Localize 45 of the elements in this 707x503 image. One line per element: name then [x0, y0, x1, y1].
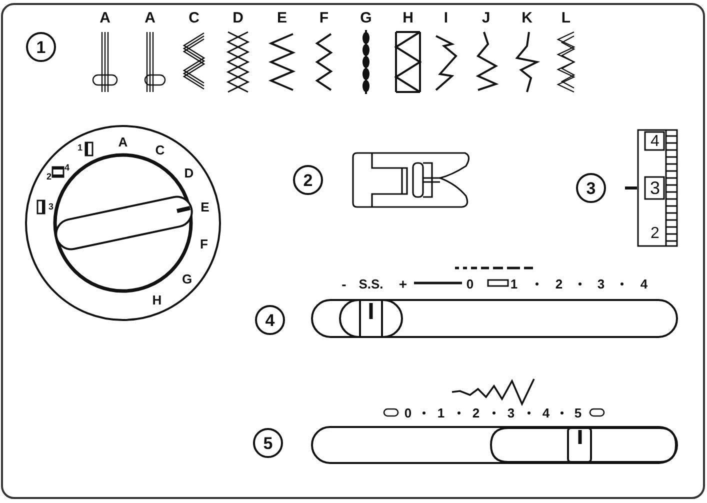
- scale-number: 2: [472, 406, 480, 420]
- dial-mark-number: 2: [46, 172, 52, 182]
- scale-number: 5: [574, 406, 582, 420]
- stitch-letter: A: [144, 10, 156, 26]
- dial-letter: G: [182, 272, 192, 286]
- scale-label: -: [342, 277, 346, 291]
- stitch-letter: G: [360, 10, 372, 26]
- dial-mark-number: 4: [64, 164, 70, 172]
- dial-letter: E: [200, 200, 210, 214]
- scale-label: +: [398, 277, 408, 291]
- scale-number: 2: [555, 278, 563, 290]
- scale-number: 0: [466, 278, 474, 290]
- dial-mark-number: 1: [78, 144, 82, 152]
- stitch-letter: A: [100, 10, 110, 26]
- dial-letter: D: [184, 166, 194, 180]
- stitch-letter: I: [444, 10, 448, 26]
- dial-letter: C: [155, 144, 165, 156]
- dial-letter: F: [200, 238, 208, 250]
- scale-number: 1: [510, 278, 518, 290]
- stitch-letter: E: [277, 10, 287, 26]
- indicator-number: 2: [650, 226, 660, 242]
- scale-number: 4: [640, 278, 648, 290]
- stitch-letter: D: [232, 10, 244, 26]
- callout-number: 4: [255, 305, 285, 335]
- scale-number: 4: [542, 406, 550, 420]
- scale-number: 1: [437, 406, 445, 420]
- dial-letter: H: [152, 294, 162, 306]
- scale-number: 3: [597, 278, 605, 290]
- callout-number: 3: [576, 173, 606, 203]
- stitch-letter: L: [561, 10, 571, 26]
- stitch-letter: F: [319, 10, 329, 26]
- scale-number: 0: [404, 406, 412, 420]
- dial-letter: A: [118, 136, 128, 148]
- stitch-letter: C: [188, 10, 200, 26]
- indicator-number: 3: [650, 179, 660, 197]
- stitch-letter: K: [522, 10, 532, 26]
- callout-number: 1: [26, 32, 56, 62]
- indicator-number: 4: [650, 134, 660, 150]
- stitch-letter: H: [402, 10, 414, 26]
- scale-number: 3: [507, 406, 515, 420]
- callout-number: 5: [253, 428, 283, 458]
- stitch-letter: J: [482, 10, 490, 26]
- dial-mark-number: 3: [48, 202, 54, 212]
- callout-number: 2: [293, 165, 323, 195]
- scale-label: S.S.: [358, 278, 384, 290]
